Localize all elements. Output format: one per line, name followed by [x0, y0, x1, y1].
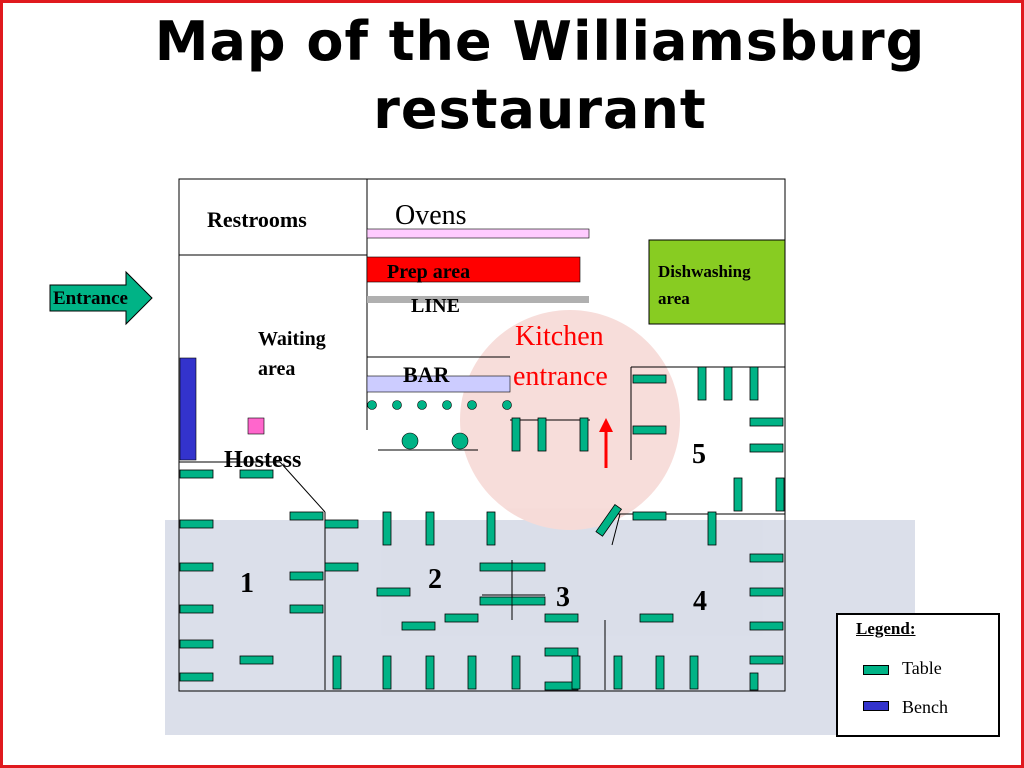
bar-label: BAR	[403, 362, 451, 387]
table	[289, 604, 324, 614]
table	[511, 596, 546, 606]
bar-stools	[367, 400, 512, 450]
prep-area-label: Prep area	[387, 261, 470, 283]
entrance-arrow	[49, 270, 153, 326]
dishwashing-area	[648, 239, 786, 325]
table	[239, 655, 274, 665]
table	[401, 621, 436, 631]
waiting-area-label-line-1: Waiting	[258, 328, 326, 350]
table	[179, 562, 214, 572]
table	[749, 443, 784, 453]
table	[613, 655, 623, 690]
table	[689, 655, 699, 690]
table	[382, 655, 392, 690]
table	[632, 511, 667, 521]
legend-table-swatch	[863, 665, 889, 675]
table	[179, 639, 214, 649]
hostess-label: Hostess	[224, 447, 301, 473]
waiting-bench	[179, 357, 197, 461]
table	[749, 553, 784, 563]
section-4-label: 4	[693, 586, 707, 617]
section-3-label: 3	[556, 582, 570, 613]
table	[707, 511, 717, 546]
legend-title: Legend:	[856, 619, 916, 638]
table	[179, 519, 214, 529]
legend-table-label: Table	[902, 658, 942, 678]
table	[697, 366, 707, 401]
table	[775, 477, 785, 512]
table	[382, 511, 392, 546]
kitchen-entrance-arrow	[599, 418, 613, 468]
table	[749, 655, 784, 665]
table	[376, 587, 411, 597]
tables	[179, 366, 785, 691]
page-title: Map of the Williamsburg restaurant	[60, 8, 1020, 144]
entrance-label: Entrance	[53, 288, 128, 309]
legend-bench-swatch	[863, 701, 889, 711]
table	[511, 655, 521, 690]
title-line-1: Map of the Williamsburg	[154, 10, 926, 73]
table	[537, 417, 547, 452]
table	[639, 613, 674, 623]
table	[479, 562, 514, 572]
table	[749, 417, 784, 427]
table	[425, 511, 435, 546]
ovens-label: Ovens	[395, 200, 467, 231]
legend: Legend: Table Bench	[836, 613, 1000, 737]
section-2-label: 2	[428, 564, 442, 595]
table	[332, 655, 342, 690]
table	[749, 587, 784, 597]
line-label: LINE	[411, 295, 460, 317]
table	[479, 596, 514, 606]
table	[511, 417, 521, 452]
dishwashing-label-line-1: Dishwashing	[658, 262, 751, 281]
table	[467, 655, 477, 690]
table	[749, 621, 784, 631]
restrooms-label: Restrooms	[207, 207, 307, 232]
table	[723, 366, 733, 401]
table	[733, 477, 743, 512]
kitchen-entrance-label-line-1: Kitchen	[515, 321, 604, 352]
table	[595, 504, 623, 537]
table	[749, 672, 759, 691]
table	[749, 366, 759, 401]
map-labels: Restrooms Ovens Prep area LINE Dishwashi…	[53, 200, 751, 617]
prep-area-counter	[366, 256, 581, 283]
title-line-2: restaurant	[373, 78, 707, 141]
table	[655, 655, 665, 690]
waiting-area-label-line-2: area	[258, 358, 295, 380]
floor-walls	[178, 178, 786, 692]
hostess-stand	[247, 417, 265, 435]
table	[444, 613, 479, 623]
table	[632, 425, 667, 435]
legend-bench-label: Bench	[902, 697, 948, 717]
table	[632, 374, 667, 384]
section-1-label: 1	[240, 568, 254, 599]
table	[179, 469, 214, 479]
kitchen-entrance-label-line-2: entrance	[513, 361, 608, 392]
table	[179, 604, 214, 614]
background-watermark	[165, 310, 915, 735]
table	[239, 469, 274, 479]
dishwashing-label-line-2: area	[658, 289, 690, 308]
table	[324, 519, 359, 529]
table	[425, 655, 435, 690]
table	[579, 417, 589, 452]
table	[324, 562, 359, 572]
ovens-counter	[366, 228, 590, 239]
table	[544, 647, 579, 657]
table	[289, 571, 324, 581]
table	[289, 511, 324, 521]
table	[179, 672, 214, 682]
table	[544, 613, 579, 623]
table	[511, 562, 546, 572]
table	[571, 655, 581, 690]
table	[486, 511, 496, 546]
section-5-label: 5	[692, 439, 706, 470]
bar-counter	[366, 375, 511, 393]
line-counter	[367, 296, 589, 303]
